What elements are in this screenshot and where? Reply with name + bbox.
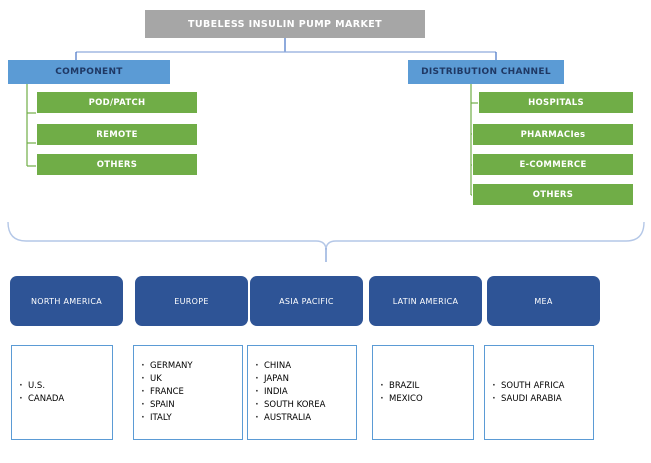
region-header-latin-america[interactable]: LATIN AMERICA: [369, 276, 482, 326]
country-item: U.S.: [19, 379, 64, 393]
country-box-north-america: U.S.CANADA: [11, 345, 113, 440]
country-item: UK: [141, 372, 193, 386]
connector-region-brace: [7, 221, 645, 251]
country-item: SAUDI ARABIA: [492, 392, 564, 406]
segment-pod-patch[interactable]: POD/PATCH: [36, 91, 198, 114]
country-item: CANADA: [19, 392, 64, 406]
country-item: JAPAN: [255, 372, 325, 386]
country-item: SPAIN: [141, 398, 193, 412]
segment-pharmacies[interactable]: PHARMACIes: [472, 123, 634, 146]
category-header-distribution-channel[interactable]: DISTRIBUTION CHANNEL: [408, 60, 564, 84]
country-box-europe: GERMANYUKFRANCESPAINITALY: [133, 345, 243, 440]
country-box-asia-pacific: CHINAJAPANINDIASOUTH KOREAAUSTRALIA: [247, 345, 357, 440]
country-item: AUSTRALIA: [255, 411, 325, 425]
country-item: GERMANY: [141, 359, 192, 373]
country-list-europe: GERMANYUKFRANCESPAINITALY: [134, 359, 193, 425]
root-market-title: TUBELESS INSULIN PUMP MARKET: [145, 10, 425, 38]
country-list-latin-america: BRAZILMEXICO: [373, 379, 423, 406]
country-box-latin-america: BRAZILMEXICO: [372, 345, 474, 440]
country-item: CHINA: [255, 359, 325, 373]
country-item: BRAZIL: [380, 379, 423, 393]
segment-component-others[interactable]: OTHERS: [36, 153, 198, 176]
country-list-north-america: U.S.CANADA: [12, 379, 64, 406]
country-item: SOUTH AFRICA: [492, 379, 565, 393]
region-header-mea[interactable]: MEA: [487, 276, 600, 326]
segment-distribution-others[interactable]: OTHERS: [472, 183, 634, 206]
country-item: ITALY: [141, 411, 193, 425]
country-item: FRANCE: [141, 385, 193, 399]
country-box-mea: SOUTH AFRICASAUDI ARABIA: [484, 345, 594, 440]
country-item: INDIA: [255, 385, 325, 399]
region-header-europe[interactable]: EUROPE: [135, 276, 248, 326]
region-header-asia-pacific[interactable]: ASIA PACIFIC: [250, 276, 363, 326]
segment-e-commerce[interactable]: E-COMMERCE: [472, 153, 634, 176]
country-list-asia-pacific: CHINAJAPANINDIASOUTH KOREAAUSTRALIA: [248, 359, 326, 425]
country-item: MEXICO: [380, 392, 423, 406]
country-list-mea: SOUTH AFRICASAUDI ARABIA: [485, 379, 565, 406]
region-header-north-america[interactable]: NORTH AMERICA: [10, 276, 123, 326]
segment-remote[interactable]: REMOTE: [36, 123, 198, 146]
category-header-component[interactable]: COMPONENT: [8, 60, 170, 84]
segment-hospitals[interactable]: HOSPITALS: [478, 91, 634, 114]
country-item: SOUTH KOREA: [255, 398, 326, 412]
